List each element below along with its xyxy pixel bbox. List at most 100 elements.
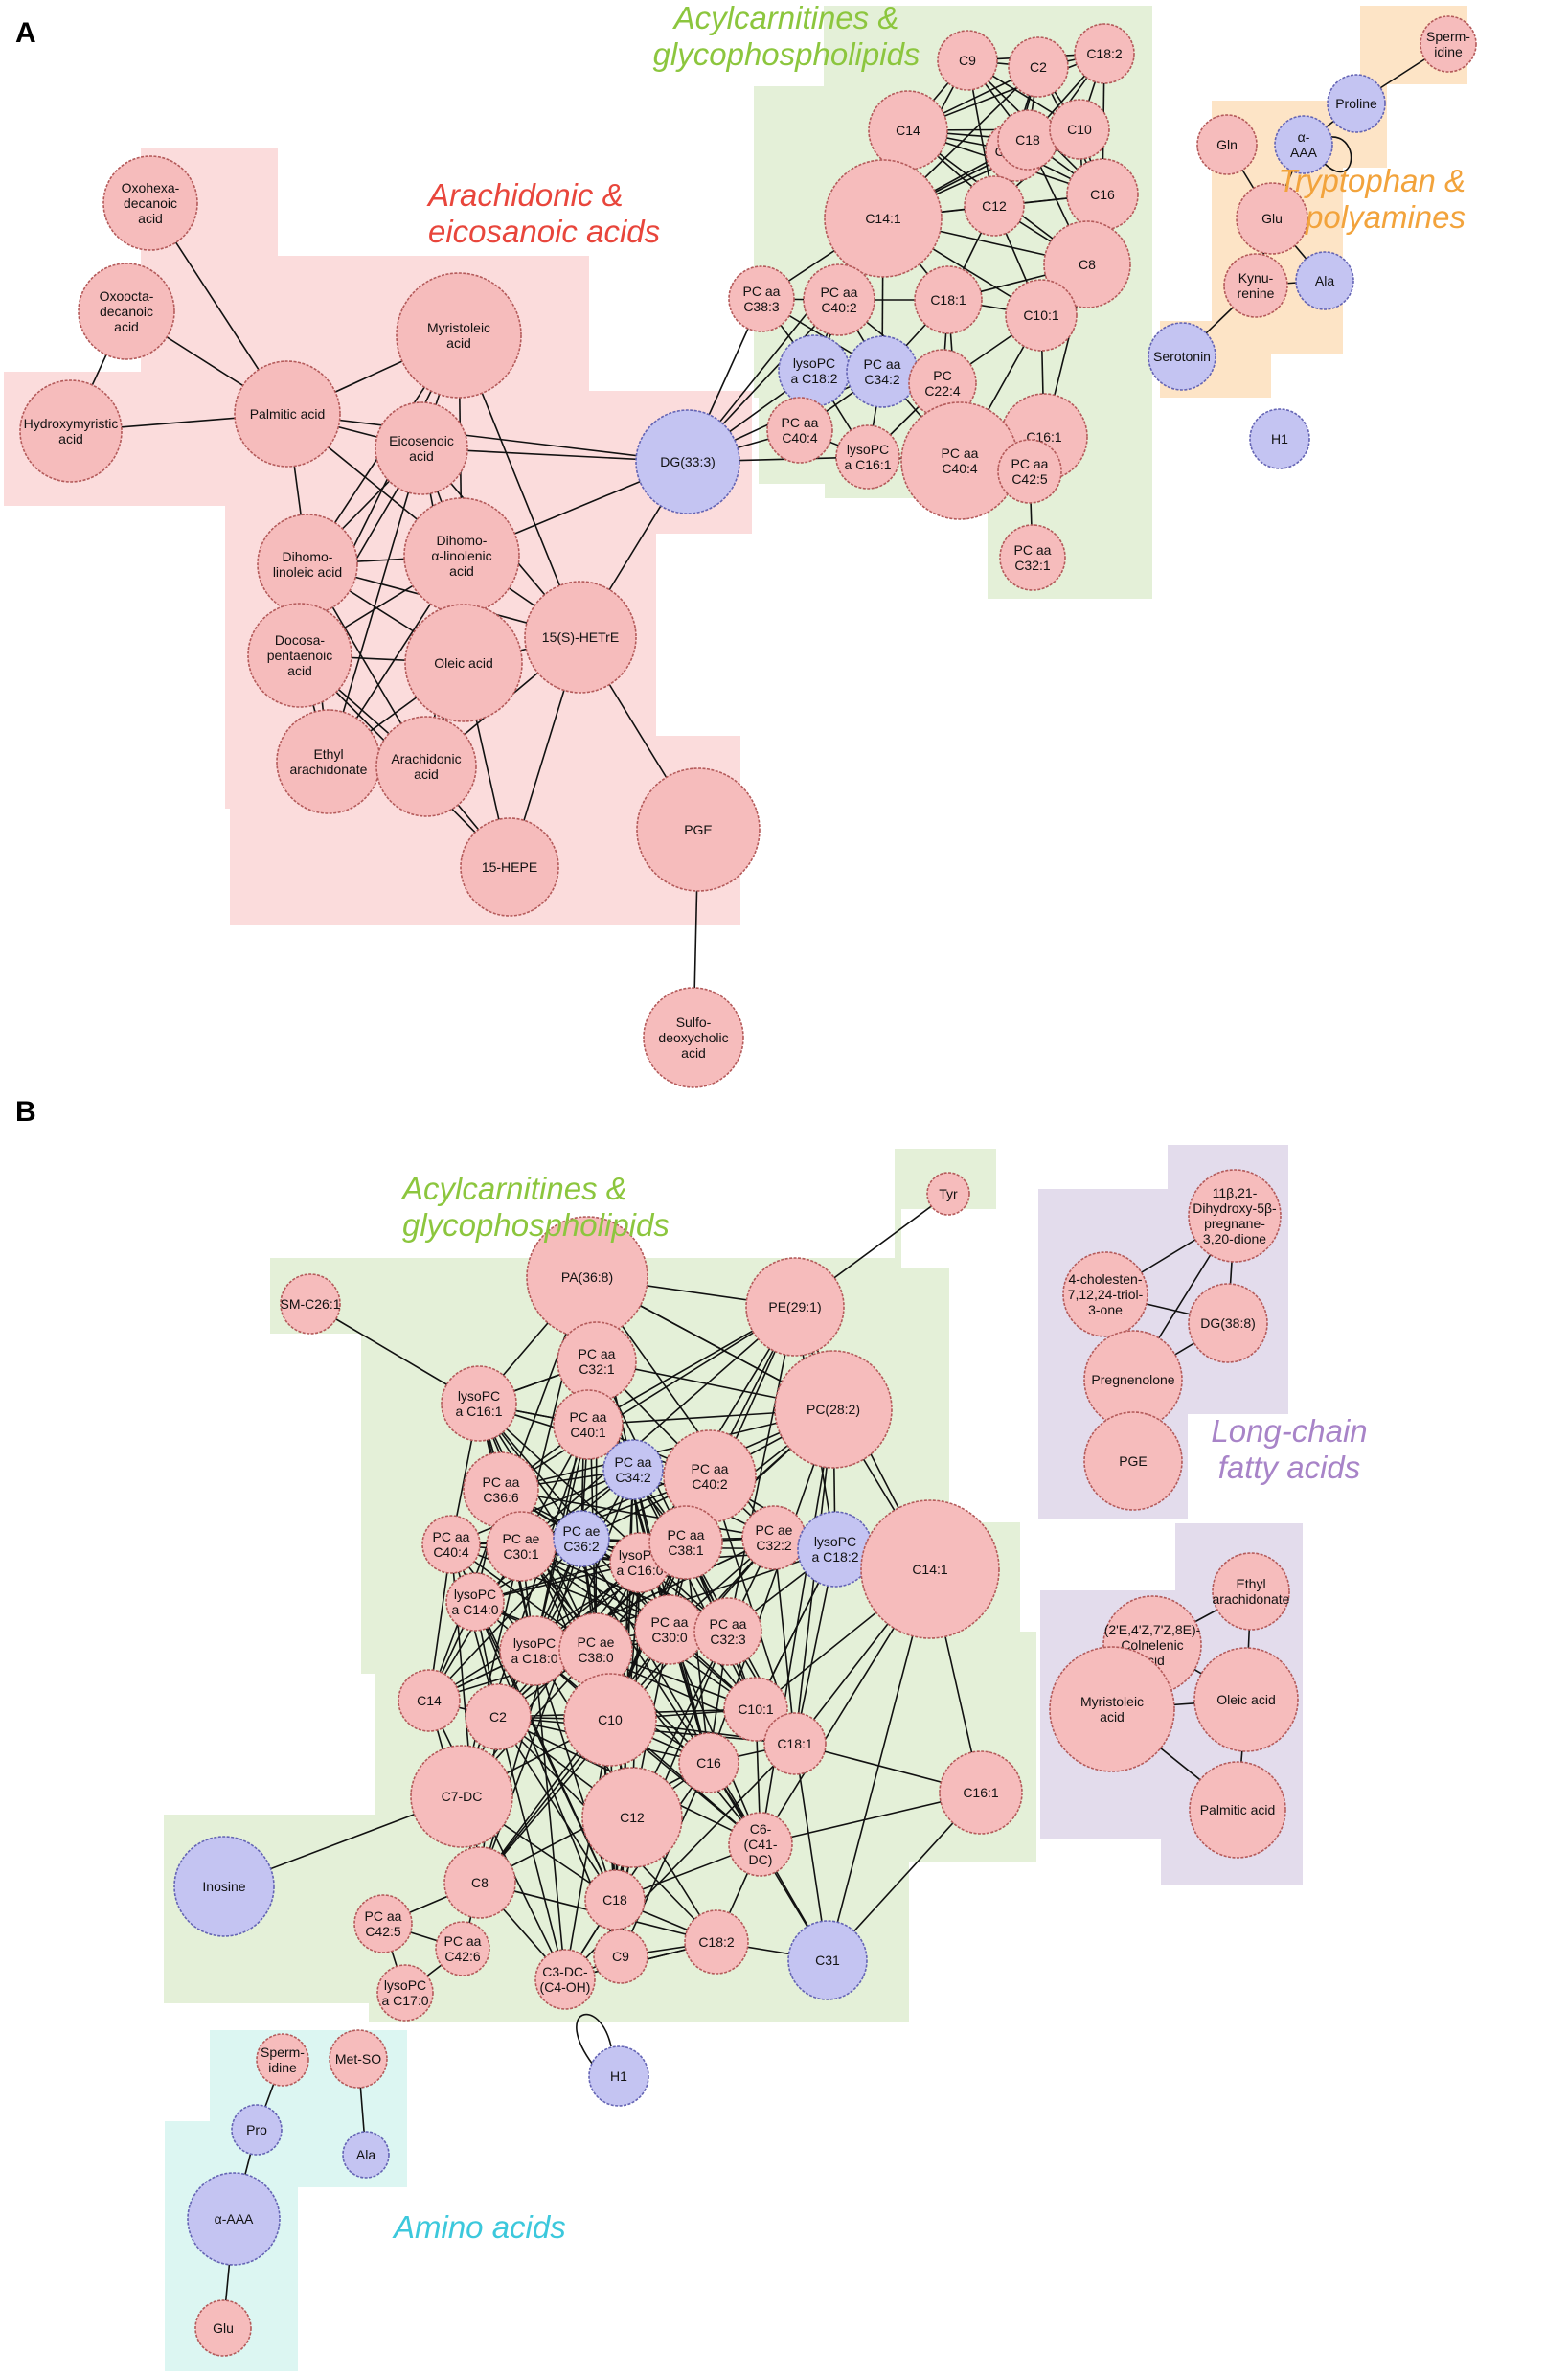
node-label-line: a C17:0 xyxy=(381,1993,428,2008)
node-label-line: Tyr xyxy=(939,1186,958,1201)
node-label-line: PC aa xyxy=(668,1527,705,1542)
node-circle xyxy=(774,1350,893,1469)
node-c10B: C10 xyxy=(563,1673,657,1767)
node-c31B: C31 xyxy=(787,1920,868,2000)
node-circle xyxy=(353,1894,413,1953)
node-label: PC(28:2) xyxy=(807,1402,860,1417)
node-label: 15-HEPE xyxy=(482,859,537,875)
node-dihydroxyB: 11β,21-Dihydroxy-5β-pregnane-3,20-dione xyxy=(1188,1169,1282,1263)
self-loop-edge xyxy=(1324,136,1352,173)
node-spermB: Sperm-idine xyxy=(256,2033,309,2087)
node-c18B: C18 xyxy=(584,1869,646,1930)
node-circle xyxy=(602,1439,664,1500)
node-label-line: acid xyxy=(414,766,439,782)
panel-letter-B: B xyxy=(15,1096,36,1128)
node-circle xyxy=(939,1750,1023,1835)
node-label-line: acid xyxy=(58,431,83,446)
node-circle xyxy=(636,767,761,892)
node-label-line: PC ae xyxy=(578,1634,615,1650)
node-label-line: C14:1 xyxy=(865,211,901,226)
cluster-region-amino xyxy=(165,2030,407,2371)
node-circle xyxy=(584,1869,646,1930)
node-alaB: Ala xyxy=(342,2131,390,2179)
node-label: C10:1 xyxy=(1023,308,1059,323)
node-circle xyxy=(635,409,740,514)
node-label: C9 xyxy=(959,53,976,68)
node-circle xyxy=(1148,322,1216,391)
cluster-title-line: polyamines xyxy=(1305,199,1466,235)
node-label: Met-SO xyxy=(335,2051,381,2067)
node-c161B: C16:1 xyxy=(939,1750,1023,1835)
node-label-line: acid xyxy=(449,563,474,579)
node-label-line: a C14:0 xyxy=(451,1602,498,1617)
node-label: C6-(C41-DC) xyxy=(743,1821,777,1867)
node-label-line: Myristoleic xyxy=(1080,1694,1144,1709)
node-label-line: Dihomo- xyxy=(437,533,488,548)
node-label-line: lysoPC xyxy=(793,355,835,371)
node-label-line: (C41- xyxy=(743,1837,777,1852)
node-label-line: PGE xyxy=(684,822,713,837)
node-circle xyxy=(763,1712,827,1775)
node-label-line: 3,20-dione xyxy=(1203,1231,1266,1246)
node-label-line: C32:1 xyxy=(1014,558,1051,573)
node-label-line: a C18:2 xyxy=(790,371,837,386)
node-circle xyxy=(398,1669,461,1732)
edge-lyso140B-c18B xyxy=(474,1601,616,1901)
node-circle xyxy=(1083,1411,1183,1511)
node-circle xyxy=(1083,1330,1183,1429)
node-label: C14:1 xyxy=(865,211,901,226)
node-label-line: 15(S)-HETrE xyxy=(542,629,619,645)
node-label-line: Inosine xyxy=(202,1879,245,1894)
node-hetre: 15(S)-HETrE xyxy=(524,581,637,694)
node-circle xyxy=(1196,114,1258,175)
node-label: C2 xyxy=(1030,59,1047,75)
cluster-title-line: glycophospholipids xyxy=(653,36,920,72)
node-label-line: 3-one xyxy=(1088,1302,1123,1317)
node-label: Oleic acid xyxy=(434,655,492,671)
node-label-line: C14 xyxy=(896,123,920,138)
node-alaA: Ala xyxy=(1295,251,1354,310)
node-circle xyxy=(247,603,352,708)
cluster-title-line: Long-chain xyxy=(1211,1413,1367,1449)
node-cholestenB: 4-cholesten-7,12,24-triol-3-one xyxy=(1062,1251,1148,1337)
node-label-line: AAA xyxy=(1290,145,1318,160)
node-circle xyxy=(787,1920,868,2000)
node-label-line: C7-DC xyxy=(442,1789,483,1804)
node-label-line: C14 xyxy=(417,1693,442,1708)
node-label-line: C34:2 xyxy=(615,1470,651,1485)
node-label-line: Oleic acid xyxy=(1216,1692,1275,1707)
node-aaaA: α-AAA xyxy=(1274,115,1333,174)
node-circle xyxy=(1249,408,1310,469)
edge-lyso180B-c6B xyxy=(534,1650,761,1845)
node-circle xyxy=(745,1257,845,1357)
node-circle xyxy=(553,1389,624,1460)
node-label-line: C38:1 xyxy=(668,1542,704,1558)
node-circle xyxy=(1062,1251,1148,1337)
node-circle xyxy=(524,581,637,694)
node-hepe: 15-HEPE xyxy=(460,817,559,917)
node-label: C12 xyxy=(982,198,1007,214)
node-c16B: C16 xyxy=(678,1732,739,1793)
node-label: Inosine xyxy=(202,1879,245,1894)
node-c141B: C14:1 xyxy=(860,1499,1000,1639)
node-label: Palmitic acid xyxy=(250,406,326,422)
